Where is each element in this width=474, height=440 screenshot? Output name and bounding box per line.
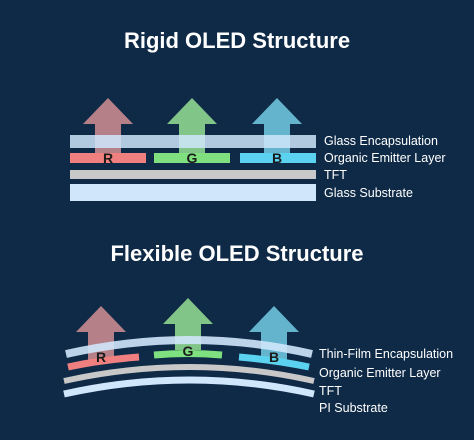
rigid-emitter-blue xyxy=(240,153,316,163)
flexible-thin-film-encapsulation xyxy=(65,336,313,358)
rigid-tft xyxy=(70,170,316,179)
rigid-label-tft: TFT xyxy=(324,168,347,182)
rigid-glass-substrate xyxy=(70,184,316,201)
rigid-label-encapsulation: Glass Encapsulation xyxy=(324,134,438,148)
rigid-b-label: B xyxy=(272,150,282,166)
rigid-label-emitter: Organic Emitter Layer xyxy=(324,151,446,165)
flexible-label-encapsulation: Thin-Film Encapsulation xyxy=(319,347,453,361)
flexible-emitter-red xyxy=(67,353,140,371)
flexible-b-label: B xyxy=(269,349,279,365)
flexible-emitter-blue xyxy=(238,353,310,371)
rigid-emitter-red xyxy=(70,153,146,163)
flexible-label-tft: TFT xyxy=(319,384,342,398)
flexible-pi-substrate xyxy=(63,376,315,398)
flexible-emitter-green xyxy=(153,350,223,359)
rigid-glass-encapsulation xyxy=(70,135,316,148)
flexible-g-label: G xyxy=(183,343,194,359)
rigid-g-label: G xyxy=(187,150,198,166)
rigid-label-substrate: Glass Substrate xyxy=(324,186,413,200)
flexible-title: Flexible OLED Structure xyxy=(110,241,363,266)
rigid-title: Rigid OLED Structure xyxy=(124,28,350,53)
rigid-emitter-green xyxy=(154,153,230,163)
flexible-tft xyxy=(63,364,315,384)
rigid-r-label: R xyxy=(103,150,113,166)
flexible-r-label: R xyxy=(96,349,106,365)
flexible-label-emitter: Organic Emitter Layer xyxy=(319,366,441,380)
flexible-label-substrate: PI Substrate xyxy=(319,401,388,415)
